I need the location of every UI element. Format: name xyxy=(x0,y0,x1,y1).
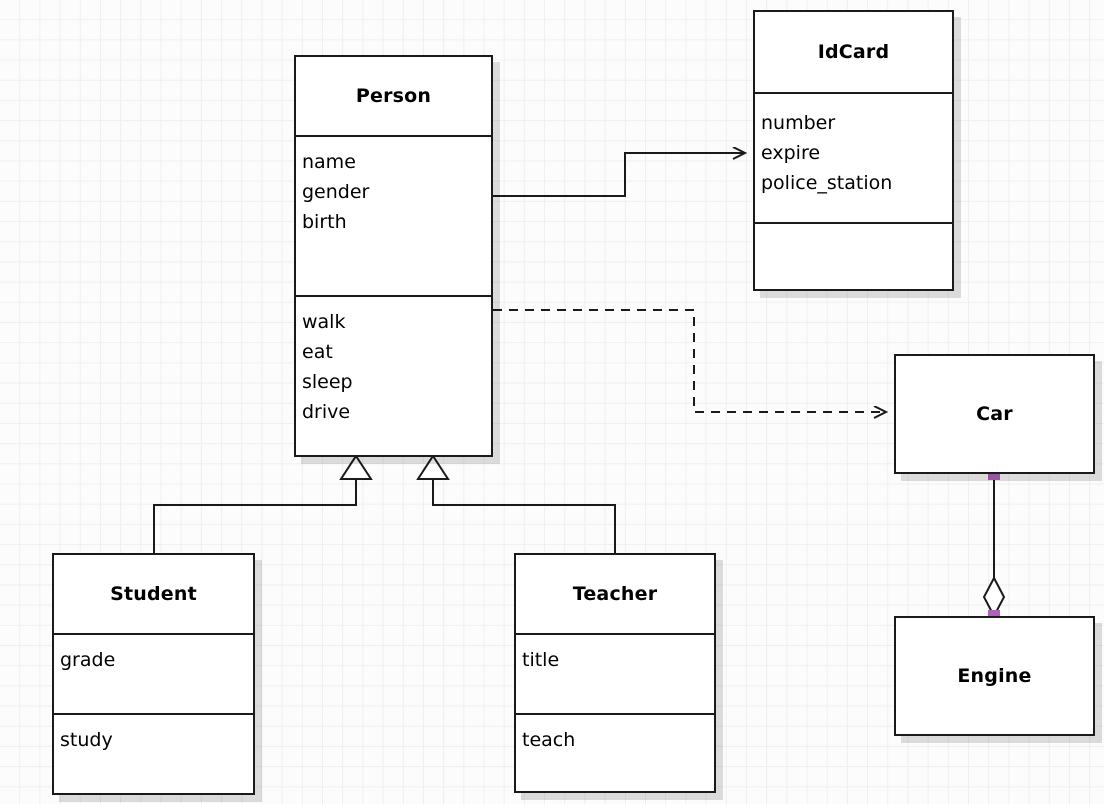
attribute-item: number xyxy=(761,112,836,134)
hollow-triangle-icon xyxy=(416,454,450,480)
operations-compartment-student: study xyxy=(54,713,253,793)
operations-compartment-teacher: teach xyxy=(516,713,714,793)
class-name-idcard: IdCard xyxy=(817,41,890,63)
edge-student-person[interactable] xyxy=(153,454,373,553)
operation-item: teach xyxy=(522,729,576,751)
operation-item: study xyxy=(60,729,113,751)
attribute-item: name xyxy=(302,151,356,173)
operation-item: sleep xyxy=(302,371,353,393)
operation-item: eat xyxy=(302,341,333,363)
class-node-person[interactable]: Person name gender birth walk eat sleep … xyxy=(294,55,493,457)
attribute-item: gender xyxy=(302,181,370,203)
attribute-item: birth xyxy=(302,211,347,233)
attributes-compartment-idcard: number expire police_station xyxy=(755,92,952,222)
attribute-item: title xyxy=(522,649,560,671)
attributes-compartment-teacher: title xyxy=(516,633,714,713)
hollow-diamond-icon xyxy=(982,575,1006,619)
class-name-student: Student xyxy=(110,583,197,605)
edge-car-engine[interactable] xyxy=(982,468,1006,622)
class-name-engine: Engine xyxy=(957,665,1032,687)
attributes-compartment-student: grade xyxy=(54,633,253,713)
operations-compartment-person: walk eat sleep drive xyxy=(296,295,491,455)
edge-teacher-person[interactable] xyxy=(416,454,616,553)
edge-person-car[interactable] xyxy=(493,309,886,412)
edge-person-idcard[interactable] xyxy=(493,153,745,197)
attributes-compartment-person: name gender birth xyxy=(296,135,491,295)
operation-item: walk xyxy=(302,311,346,333)
hollow-triangle-icon xyxy=(339,454,373,480)
class-name-car: Car xyxy=(976,403,1013,425)
class-node-car[interactable]: Car xyxy=(894,354,1095,474)
operation-item: drive xyxy=(302,401,351,423)
attribute-item: grade xyxy=(60,649,116,671)
class-node-student[interactable]: Student grade study xyxy=(52,553,255,795)
class-name-person: Person xyxy=(355,85,432,107)
operations-compartment-idcard xyxy=(755,222,952,289)
attribute-item: expire xyxy=(761,142,821,164)
class-name-teacher: Teacher xyxy=(572,583,658,605)
class-node-idcard[interactable]: IdCard number expire police_station xyxy=(753,10,954,291)
class-node-teacher[interactable]: Teacher title teach xyxy=(514,553,716,793)
class-node-engine[interactable]: Engine xyxy=(894,616,1095,736)
attribute-item: police_station xyxy=(761,172,893,194)
